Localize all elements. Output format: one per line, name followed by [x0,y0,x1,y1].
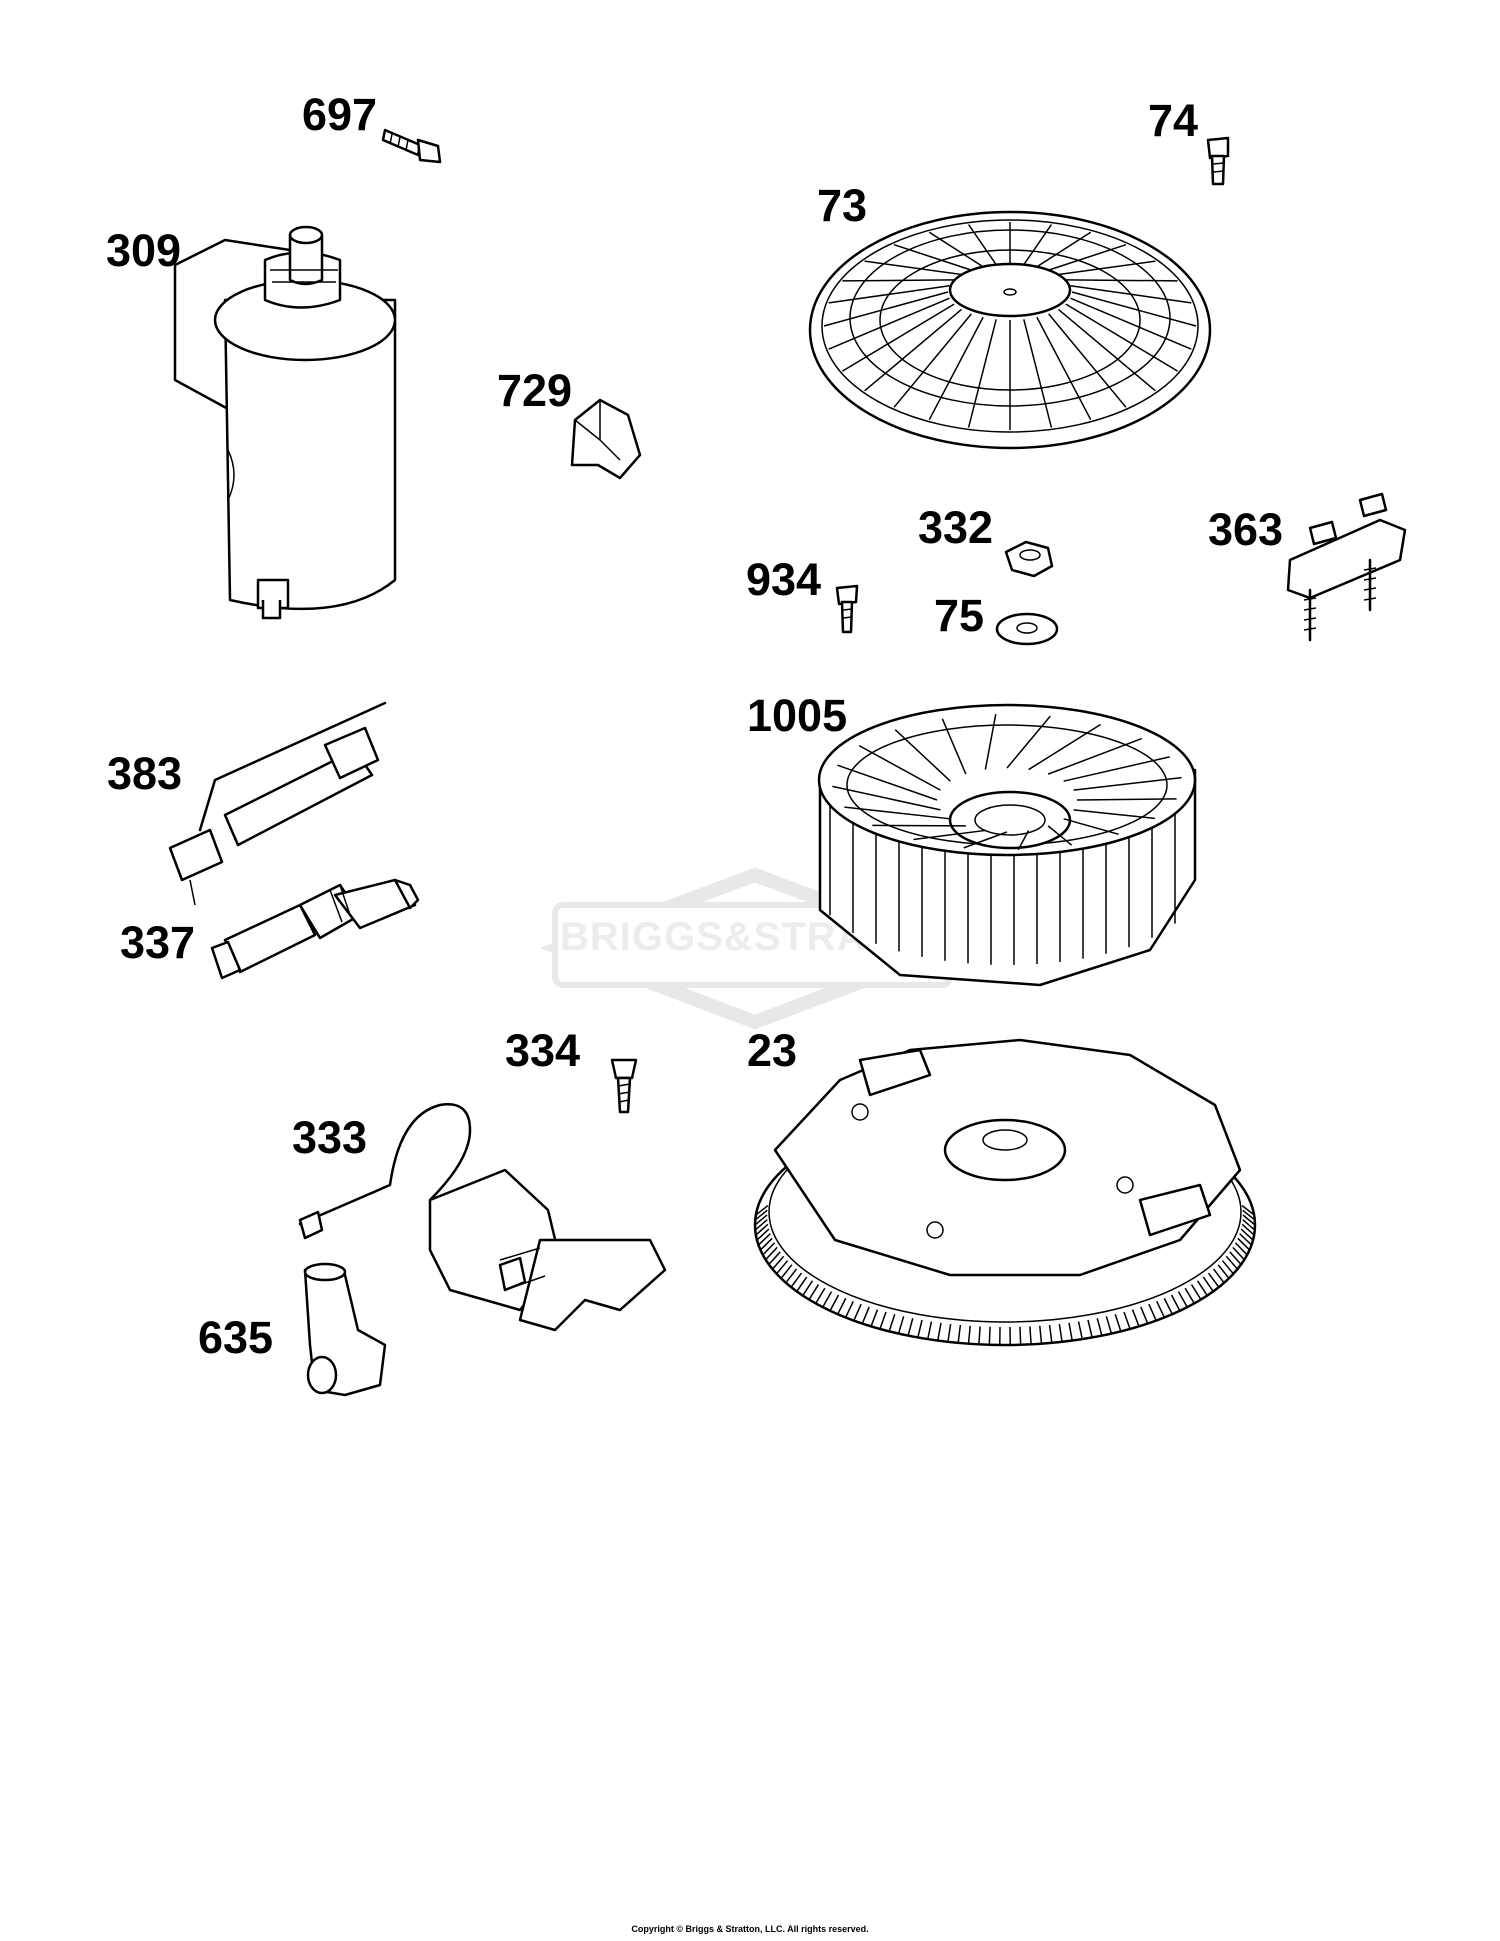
part-1005-fan[interactable] [817,703,1197,987]
callout-332[interactable]: 332 [918,502,994,553]
part-363-bracket-studs[interactable] [1286,492,1407,642]
callout-729[interactable]: 729 [497,365,573,416]
part-334-screw[interactable] [610,1058,638,1114]
callout-363[interactable]: 363 [1208,504,1284,555]
part-635-spark-plug-boot[interactable] [303,1262,387,1397]
callout-635[interactable]: 635 [198,1312,274,1363]
part-729-clip[interactable] [570,398,642,480]
callout-934[interactable]: 934 [746,554,822,605]
callout-75[interactable]: 75 [934,590,985,641]
callout-1005[interactable]: 1005 [747,690,848,741]
part-309-starter-motor[interactable] [173,225,397,620]
part-75-washer[interactable] [995,612,1059,646]
part-383-spark-plug-wrench[interactable] [168,701,387,906]
part-934-screw[interactable] [835,584,859,634]
callout-309[interactable]: 309 [106,225,182,276]
callout-74[interactable]: 74 [1148,95,1199,146]
copyright-footer: Copyright © Briggs & Stratton, LLC. All … [631,1924,869,1934]
callout-334[interactable]: 334 [505,1025,581,1076]
part-333-ignition-armature[interactable] [298,1103,667,1332]
callout-383[interactable]: 383 [107,748,183,799]
callout-73[interactable]: 73 [817,180,868,231]
part-73-fan-screen[interactable] [808,210,1212,450]
part-332-nut[interactable] [1004,540,1054,578]
callout-333[interactable]: 333 [292,1112,368,1163]
callout-697[interactable]: 697 [302,89,378,140]
part-337-spark-plug[interactable] [210,878,420,980]
part-74-screw[interactable] [1206,136,1230,186]
callout-337[interactable]: 337 [120,917,196,968]
part-697-screw[interactable] [381,128,442,164]
callout-23[interactable]: 23 [747,1025,798,1076]
part-23-flywheel[interactable] [753,1038,1257,1347]
